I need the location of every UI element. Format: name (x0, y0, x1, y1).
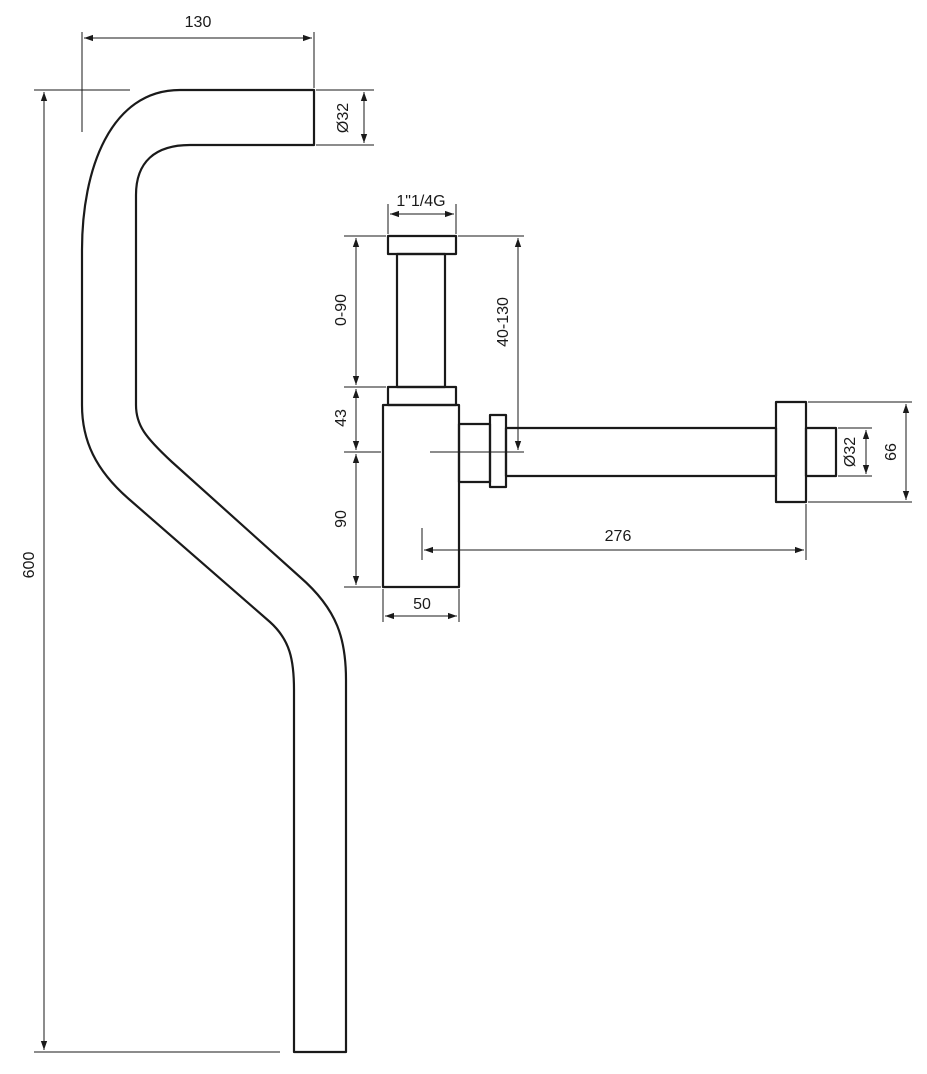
dim-label-90: 90 (333, 510, 350, 528)
dim-label-43: 43 (333, 409, 350, 427)
dim-label-pipe-diameter: Ø32 (335, 103, 352, 133)
dim-label-0-90: 0-90 (333, 294, 350, 326)
dim-nut-height: 43 (333, 389, 381, 453)
bottle-trap (381, 234, 838, 589)
dim-label-outlet-diameter: Ø32 (842, 437, 859, 467)
dim-outlet-length: 276 (421, 504, 807, 560)
dim-outlet-height: 40-130 (430, 235, 524, 453)
dim-body-height: 90 (333, 454, 381, 588)
dim-outlet-diameter: Ø32 (838, 427, 872, 477)
dim-pipe-top-width: 130 (81, 14, 315, 132)
dim-label-40-130: 40-130 (495, 297, 512, 347)
dim-pipe-diameter: Ø32 (316, 89, 374, 146)
dim-body-width: 50 (382, 589, 460, 622)
dim-flange-diameter: 66 (808, 401, 912, 503)
dim-label-thread: 1"1/4G (396, 193, 445, 210)
s-bend-pipe (80, 88, 348, 1054)
dim-label-276: 276 (605, 528, 632, 545)
dim-tail-adjust: 0-90 (333, 235, 386, 388)
dim-label-600: 600 (21, 552, 38, 579)
dim-thread-size: 1"1/4G (387, 193, 457, 234)
dim-label-50: 50 (413, 596, 431, 613)
dim-label-66: 66 (883, 443, 900, 461)
dim-label-130: 130 (185, 14, 212, 31)
dim-pipe-total-height: 600 (21, 89, 280, 1053)
